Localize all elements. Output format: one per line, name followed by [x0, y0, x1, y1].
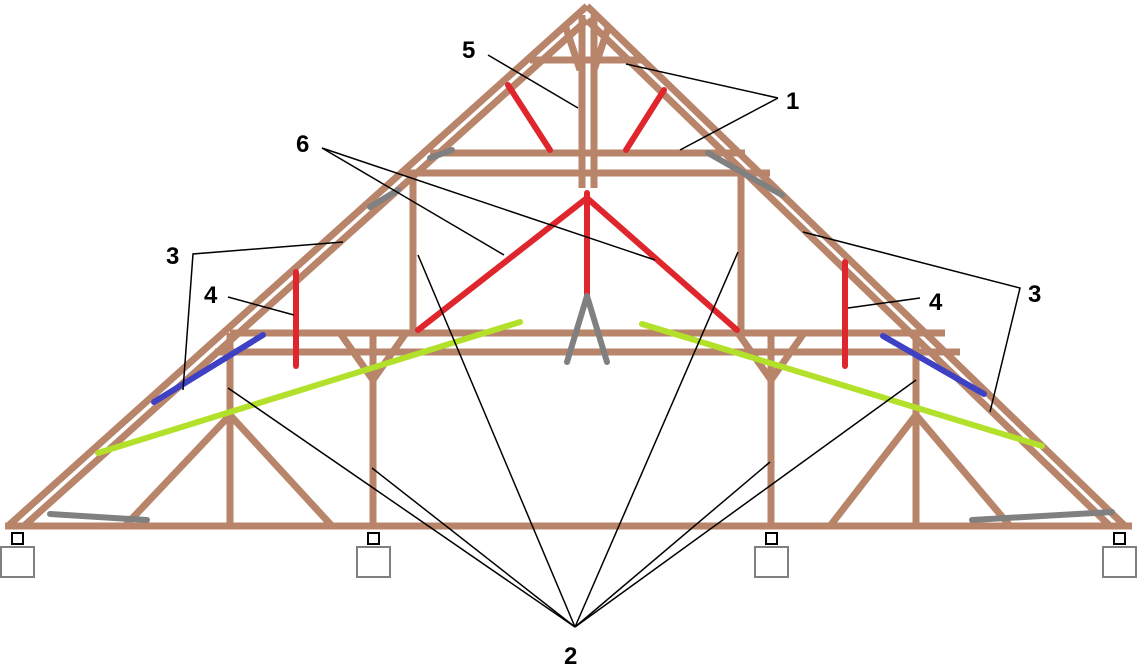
blue-member-left — [151, 332, 266, 405]
connector-base-right — [969, 509, 1115, 523]
strut-right-b — [913, 412, 1013, 529]
green-braces — [95, 319, 1045, 456]
leader-2a — [227, 387, 576, 628]
leader-2e — [574, 461, 771, 628]
diagonal-strut-left — [415, 195, 590, 333]
connector-top-left — [427, 147, 455, 161]
callout-labels: 1 5 6 3 4 4 3 2 — [166, 37, 1041, 669]
callout-4-right: 4 — [929, 289, 943, 316]
leader-6a — [321, 147, 505, 256]
center-fork-right — [584, 293, 610, 365]
steel-connectors — [47, 147, 1115, 523]
connector-top-right — [705, 150, 785, 198]
support-connector-1 — [11, 532, 24, 545]
callout-2: 2 — [564, 643, 577, 669]
support-connector-3 — [765, 532, 778, 545]
support-block-1 — [0, 546, 35, 578]
callout-3-left: 3 — [166, 243, 179, 270]
leader-4-left — [227, 296, 295, 316]
leader-lines — [182, 54, 1021, 628]
rafter-right-outer — [584, 3, 1128, 529]
v-brace-right-b — [768, 330, 807, 383]
leader-3-right — [802, 231, 1021, 413]
apex-brace-left — [561, 23, 584, 72]
v-brace-left-b — [370, 330, 409, 383]
rafter-left-outer — [5, 3, 590, 529]
callout-3-right: 3 — [1028, 281, 1041, 308]
red-members — [293, 82, 848, 369]
center-fork-left — [564, 293, 590, 365]
supports — [0, 532, 1137, 578]
rafter-left-inner — [21, 17, 590, 529]
strut-left-b — [227, 412, 335, 529]
leader-1b — [679, 97, 779, 151]
callout-1: 1 — [786, 88, 799, 115]
timber-frame — [5, 3, 1132, 530]
leader-5 — [487, 54, 579, 109]
leader-6b — [321, 147, 656, 261]
blue-member-right — [880, 333, 987, 397]
connector-base-left — [47, 511, 150, 523]
support-block-2 — [356, 546, 391, 578]
strut-right-a — [827, 412, 919, 529]
brace-right — [639, 321, 1045, 449]
rafter-right-inner — [584, 17, 1113, 529]
support-connector-2 — [367, 532, 380, 545]
connector-mid-left — [367, 187, 401, 210]
leader-2c — [417, 254, 576, 628]
apex-strut-right — [623, 87, 667, 153]
brace-left — [95, 319, 523, 456]
callout-6: 6 — [296, 131, 309, 158]
callout-4-left: 4 — [204, 282, 218, 309]
leader-2f — [574, 379, 917, 628]
leader-3-left — [182, 241, 344, 391]
blue-members — [151, 332, 987, 405]
leader-2d — [574, 251, 739, 628]
callout-5: 5 — [462, 37, 475, 64]
support-block-3 — [754, 546, 789, 578]
support-connector-4 — [1113, 532, 1126, 545]
diagonal-strut-right — [584, 195, 740, 333]
apex-strut-left — [505, 82, 553, 153]
leader-2b — [371, 467, 576, 628]
leader-4-right — [847, 297, 921, 309]
leader-1a — [625, 63, 779, 99]
support-block-4 — [1102, 546, 1137, 578]
strut-left-a — [122, 412, 233, 529]
